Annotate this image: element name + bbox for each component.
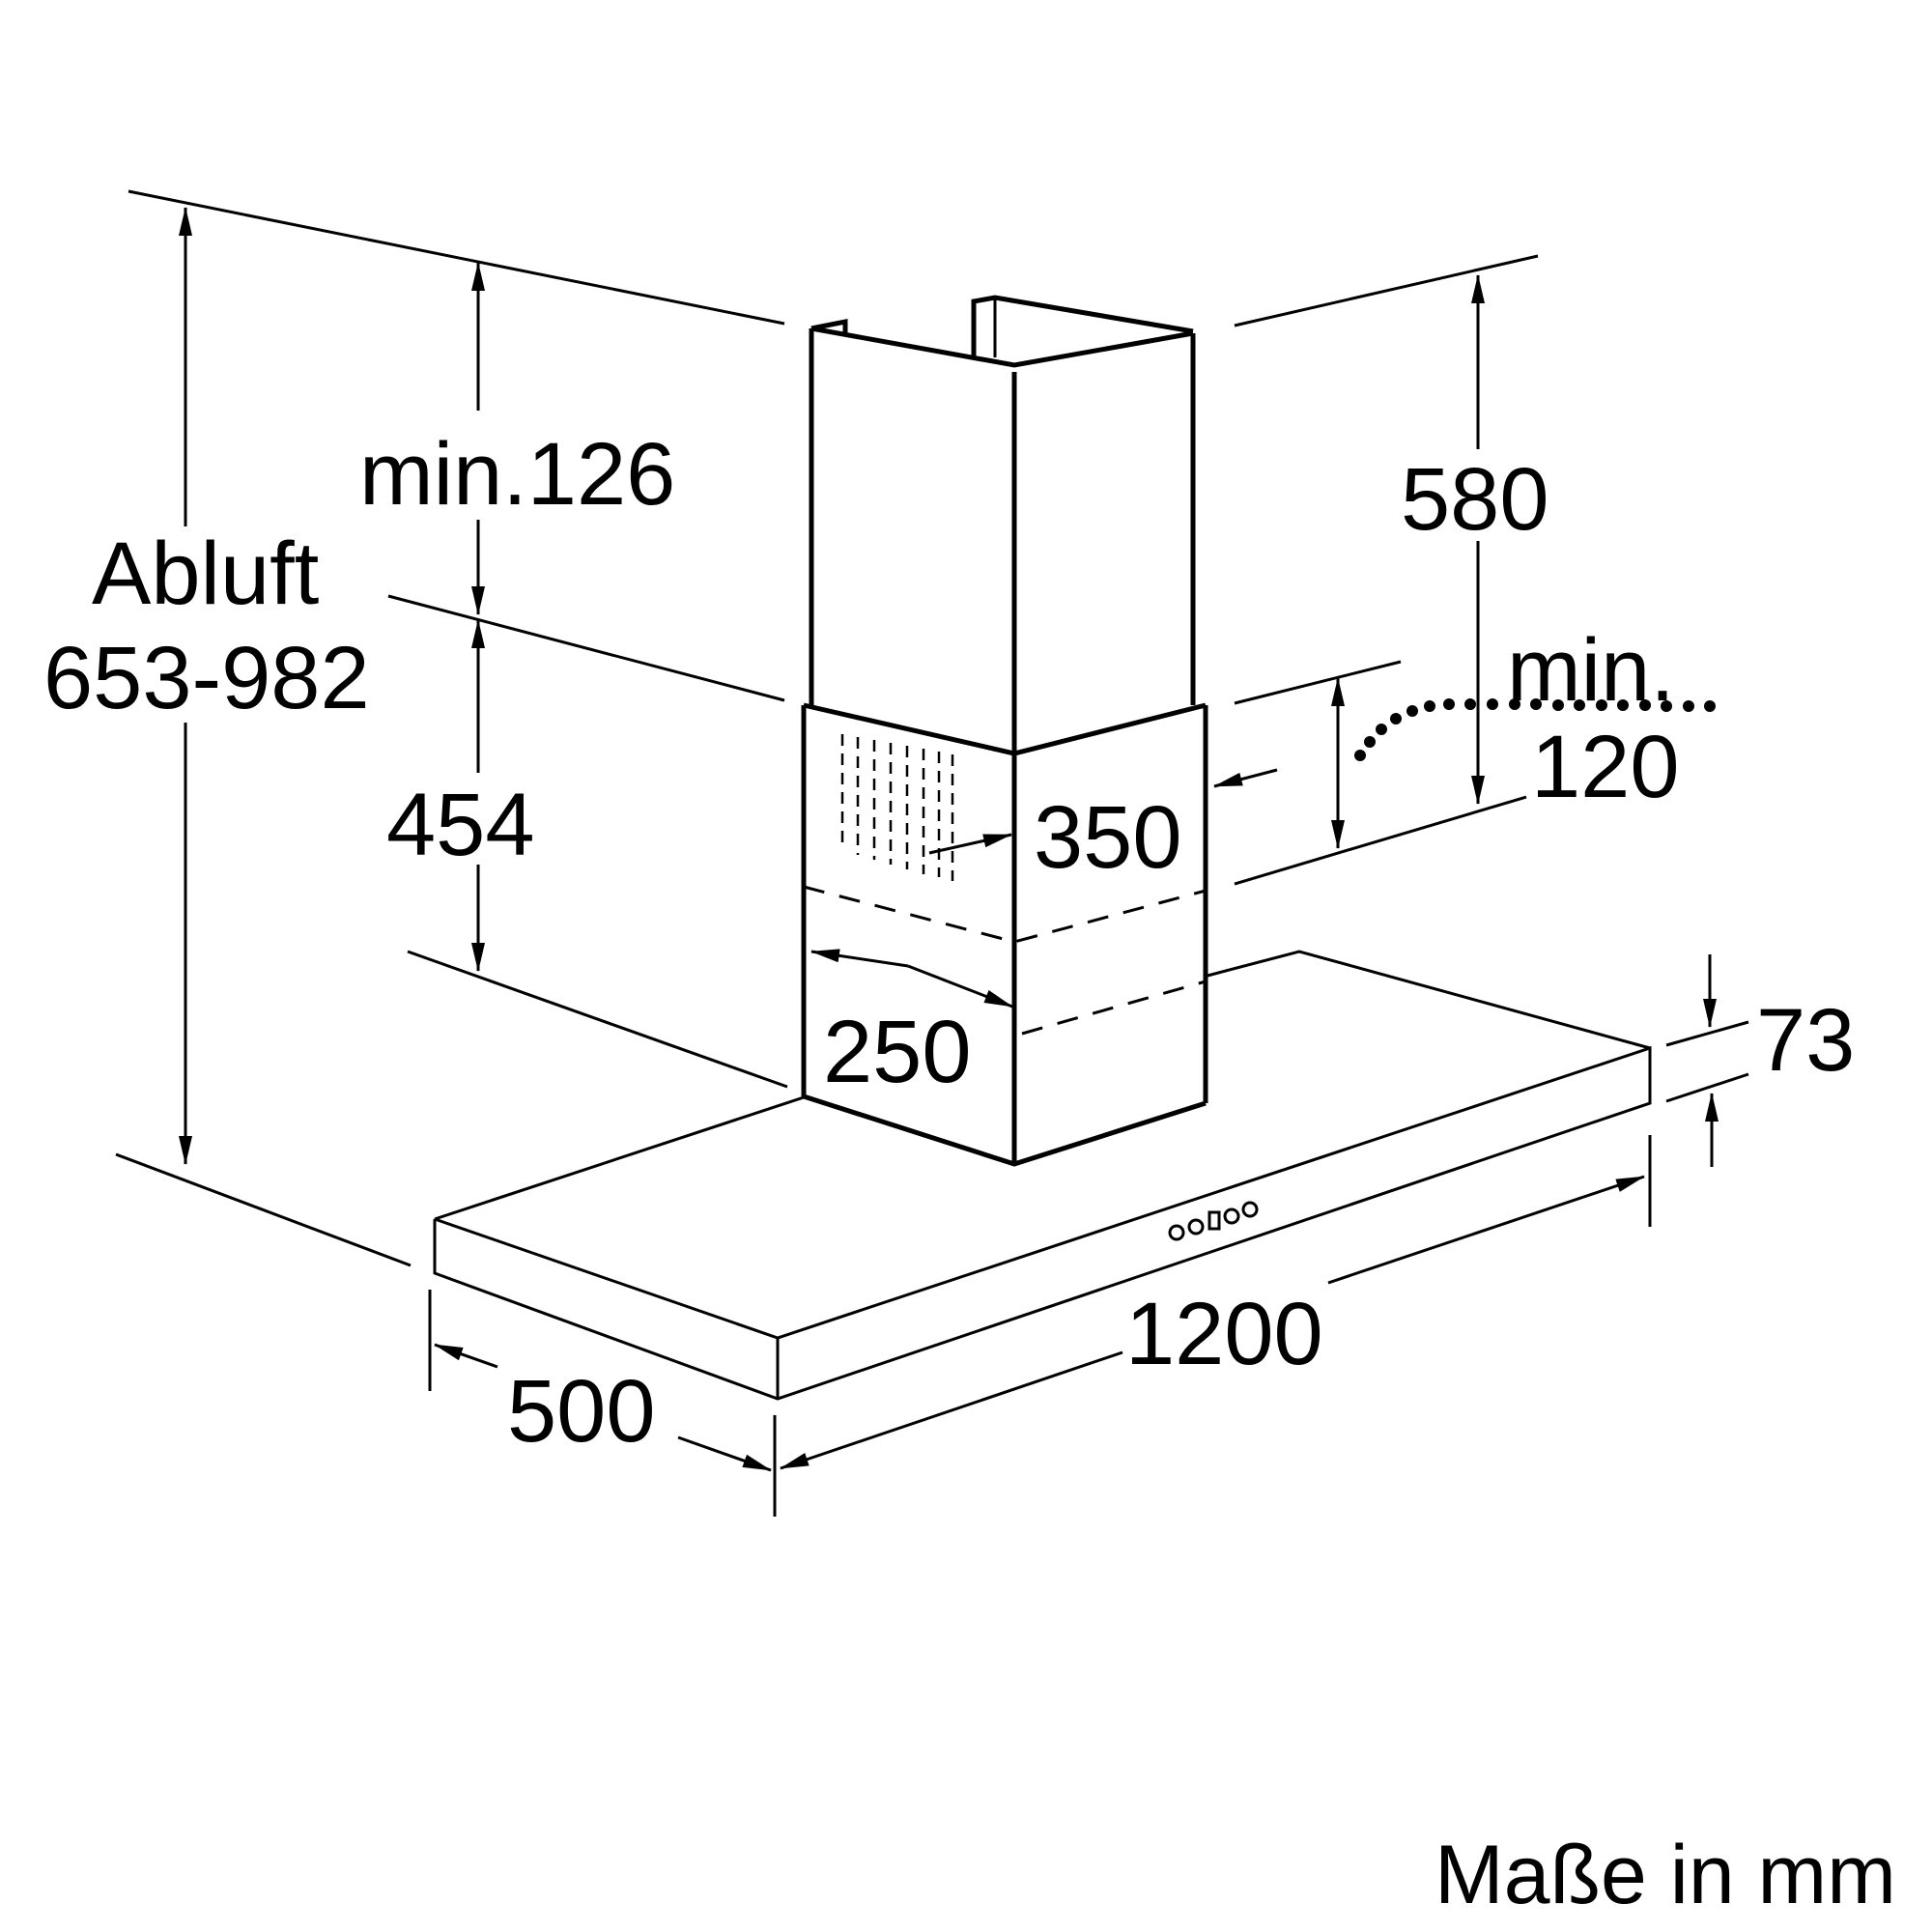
- hood-canopy: [433, 950, 1652, 1401]
- label-500: 500: [507, 1362, 656, 1461]
- label-350: 350: [1034, 788, 1182, 887]
- label-454: 454: [386, 776, 535, 874]
- chimney-air-vents: [840, 734, 954, 881]
- label-120: 120: [1531, 718, 1680, 816]
- extension-lines: [115, 189, 1749, 1517]
- dim-250: [810, 949, 1013, 1009]
- chimney-upper: [809, 295, 1196, 753]
- dim-min-120: [1213, 677, 1345, 849]
- dim-500: [434, 1343, 772, 1472]
- label-1200: 1200: [1125, 1285, 1323, 1383]
- label-abluft-range: 653-982: [43, 629, 370, 727]
- label-min-126: min.126: [359, 425, 675, 524]
- label-73: 73: [1756, 991, 1855, 1090]
- label-250: 250: [823, 1003, 972, 1101]
- label-min: min.: [1507, 621, 1675, 720]
- min-clearance-dotted-curve: [1354, 698, 1716, 761]
- dim-1200: [780, 1175, 1645, 1470]
- control-panel-buttons: [1168, 1201, 1259, 1241]
- dim-350: [928, 833, 1012, 855]
- label-units: Maße in mm: [1435, 1829, 1896, 1921]
- chimney-lower: [801, 702, 1208, 1167]
- dim-73: [1703, 954, 1719, 1167]
- label-abluft: Abluft: [92, 525, 319, 623]
- label-580: 580: [1401, 450, 1549, 549]
